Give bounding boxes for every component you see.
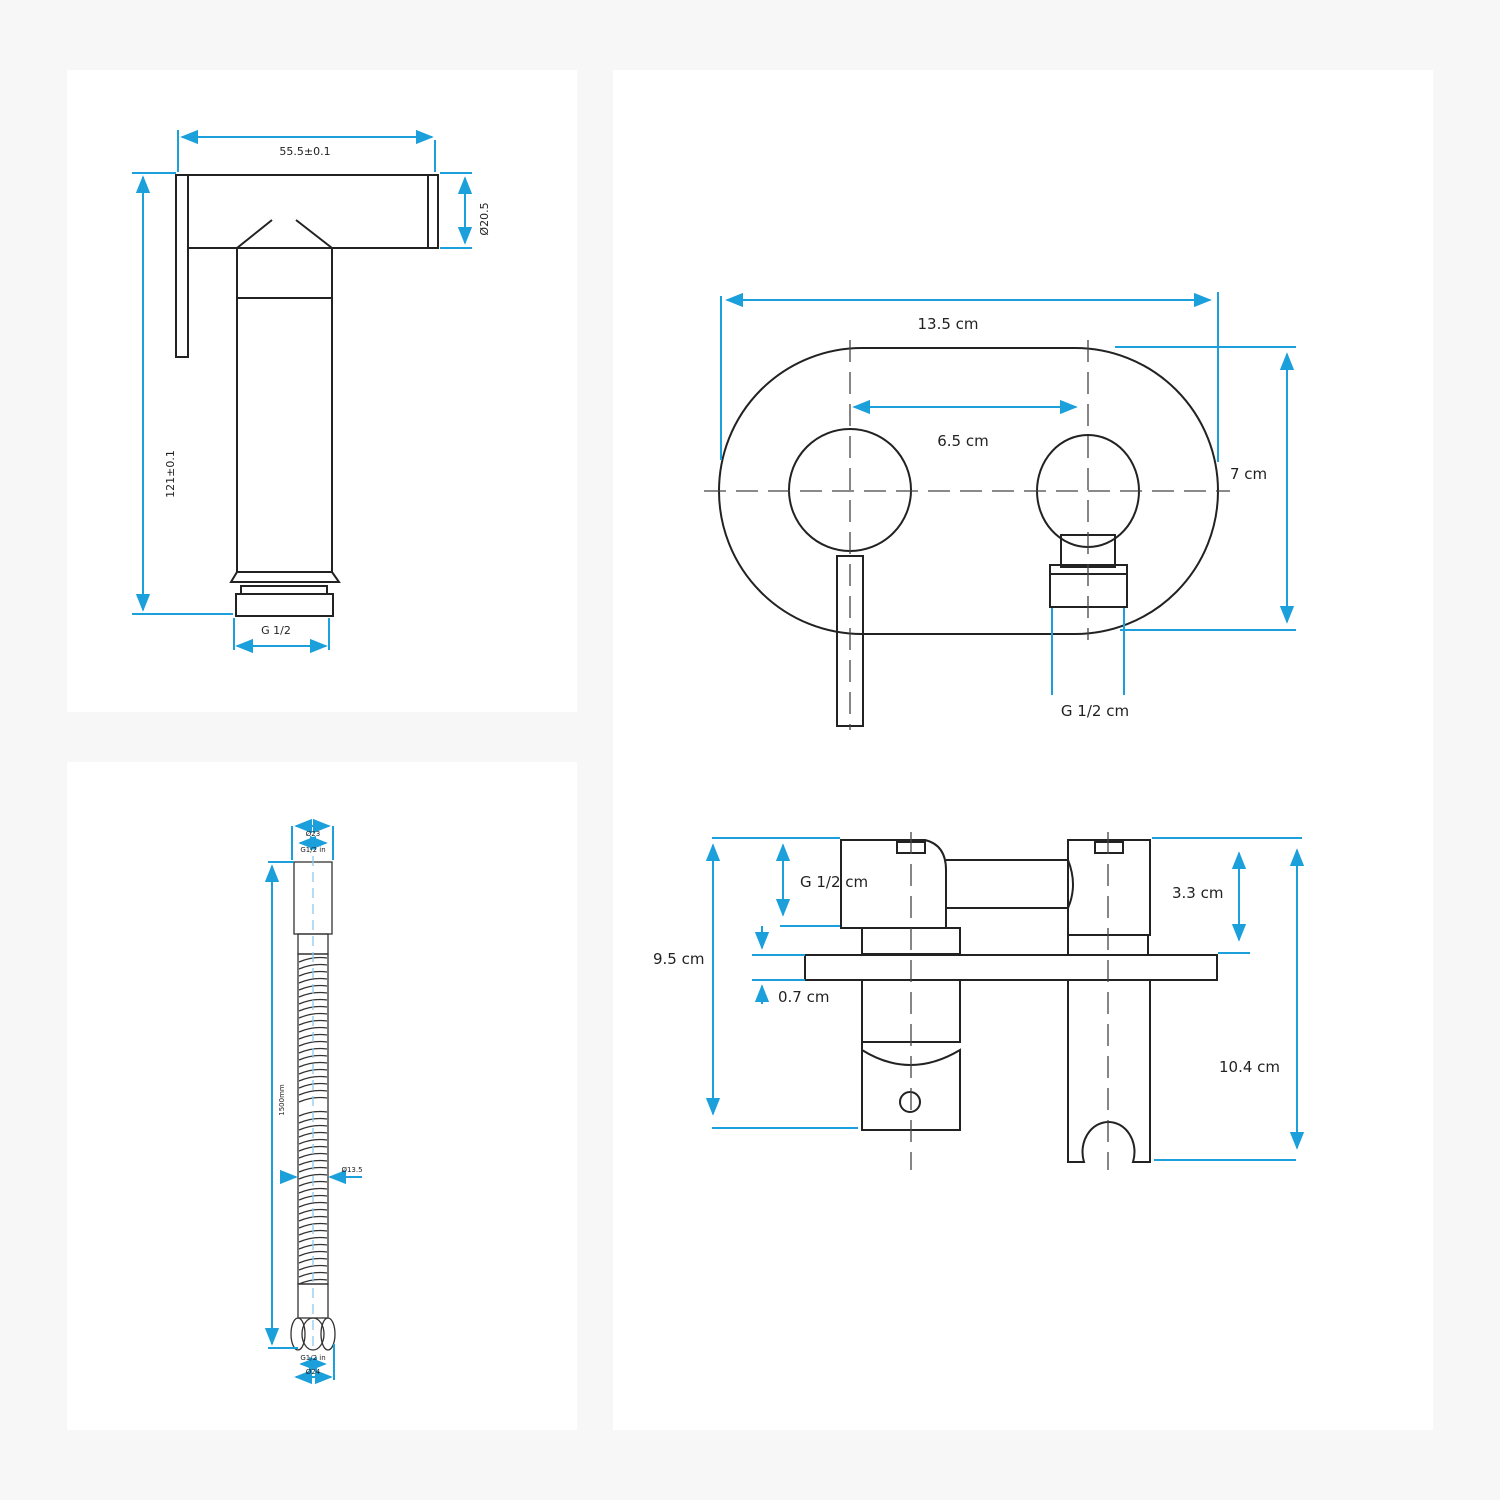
hose-coil: [298, 1012, 328, 1019]
hose-bottom-outer-label: Ø24: [306, 1368, 321, 1376]
hose-coil: [298, 1138, 328, 1145]
hose-coil: [298, 977, 328, 984]
sprayer-thread-label: G 1/2: [261, 624, 291, 637]
hose-coil: [298, 1250, 328, 1257]
hose-coil: [298, 1264, 328, 1271]
hose-coil: [298, 1124, 328, 1131]
side-holder-label: 10.4 cm: [1219, 1058, 1280, 1076]
hose-coil: [298, 1201, 328, 1208]
sprayer-drawing: [175, 174, 439, 617]
hose-diameter-label: Ø13.5: [341, 1166, 362, 1174]
hose-drawing: [290, 840, 336, 1351]
side-total-depth-label: 9.5 cm: [653, 950, 704, 968]
hose-top-outer-label: Ø23: [306, 830, 320, 838]
hose-bottom-thread-label: G1/2 in: [300, 1354, 325, 1362]
front-spacing-label: 6.5 cm: [937, 432, 988, 450]
valve-side-dimensions: [705, 837, 1305, 1161]
hose-coil: [298, 1040, 328, 1047]
hose-coil: [298, 1236, 328, 1243]
sprayer-panel: [67, 70, 577, 712]
hose-coil: [298, 1075, 328, 1082]
hose-panel: [67, 762, 577, 1430]
front-thread-label: G 1/2 cm: [1061, 702, 1129, 720]
valve-side-drawing: [804, 832, 1218, 1170]
hose-coil: [298, 1026, 328, 1033]
hose-length-label: 1500mm: [278, 1084, 286, 1116]
front-width-label: 13.5 cm: [917, 315, 978, 333]
side-thread-label: G 1/2 cm: [800, 873, 868, 891]
valve-front-dimensions: [720, 292, 1296, 695]
hose-coil: [298, 963, 328, 970]
sprayer-dimensions: [132, 129, 473, 654]
hose-coil: [298, 1089, 328, 1096]
hose-coil: [298, 1173, 328, 1180]
hose-coil: [298, 1187, 328, 1194]
hose-coil: [298, 1061, 328, 1068]
sprayer-height-label: 121±0.1: [164, 450, 177, 498]
front-height-label: 7 cm: [1230, 465, 1267, 483]
side-plate-label: 0.7 cm: [778, 988, 829, 1006]
valve-front-drawing: [704, 340, 1230, 730]
hose-top-thread-label: G1/2 in: [300, 846, 325, 854]
sprayer-width-label: 55.5±0.1: [279, 145, 330, 158]
sprayer-diameter-label: Ø20.5: [478, 202, 491, 235]
side-top-label: 3.3 cm: [1172, 884, 1223, 902]
hose-coil: [298, 1152, 328, 1159]
hose-dimensions: [264, 818, 362, 1385]
